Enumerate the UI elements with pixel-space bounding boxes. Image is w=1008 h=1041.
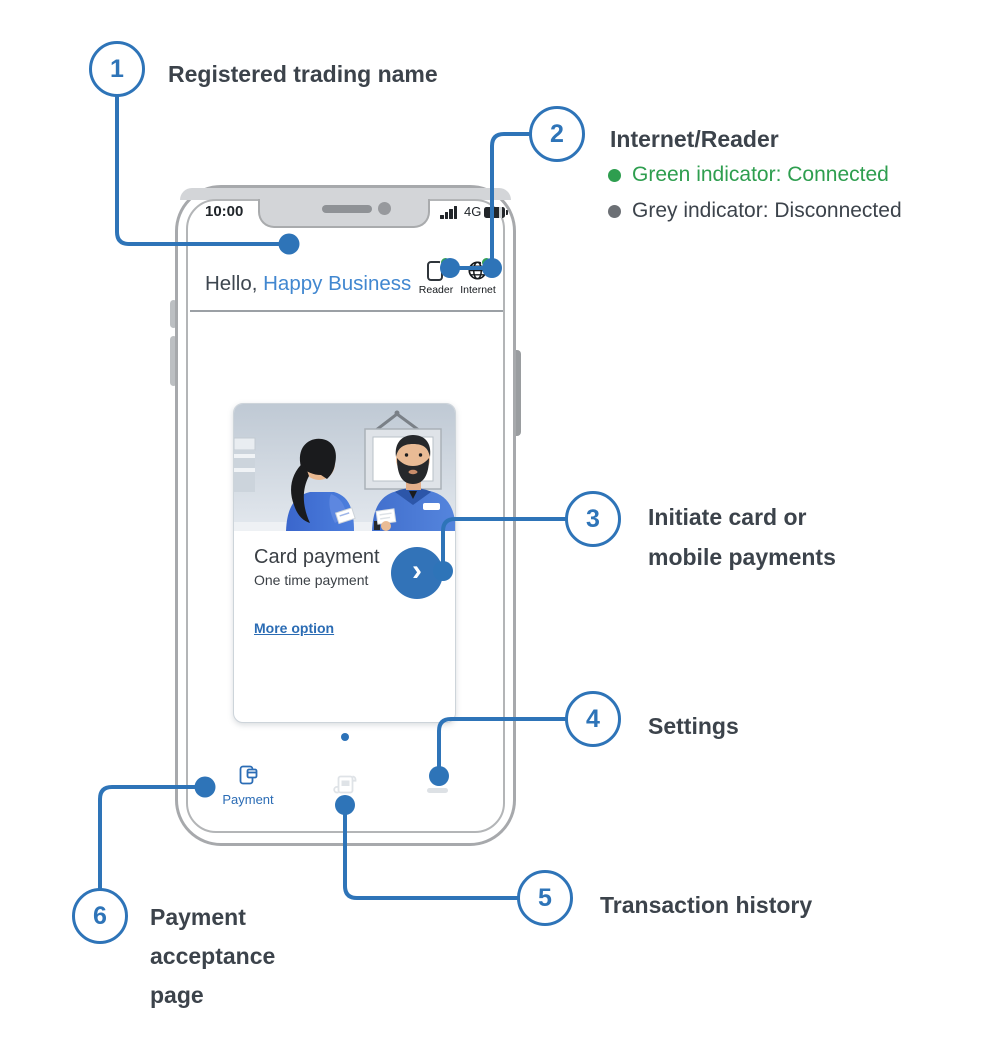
callout-4-circle: 4	[565, 691, 621, 747]
grey-indicator-dot	[608, 204, 621, 218]
card-payment-title: Card payment	[254, 546, 380, 568]
callout-2-number: 2	[550, 119, 564, 148]
settings-nav-icon[interactable]	[427, 788, 448, 793]
callout-2-circle: 2	[529, 106, 585, 162]
callout-4-label: Settings	[648, 713, 739, 739]
front-camera	[378, 202, 391, 215]
more-option-link[interactable]: More option	[254, 620, 335, 636]
volume-button-bottom	[170, 336, 177, 386]
legend-disconnected: Grey indicator: Disconnected	[608, 199, 902, 223]
callout-1-circle: 1	[89, 41, 145, 97]
callout-3-number: 3	[586, 504, 600, 533]
callout-5-number: 5	[538, 883, 552, 912]
network-type: 4G	[464, 204, 482, 219]
internet-connected-indicator	[481, 257, 492, 268]
card-payment-card: Card payment One time payment › More opt…	[233, 403, 456, 723]
callout-6-line2: acceptance	[150, 943, 276, 969]
registered-trading-name: Happy Business	[263, 272, 412, 295]
legend-disconnected-text: Grey indicator: Disconnected	[632, 199, 902, 222]
callout-3-line2: mobile payments	[648, 544, 836, 570]
initiate-payment-button[interactable]: ›	[391, 547, 443, 599]
callout-4-number: 4	[586, 704, 600, 733]
battery-icon	[484, 207, 508, 218]
carousel-indicator-dot	[341, 733, 349, 741]
callout-6-line3: page	[150, 982, 204, 1008]
callout-2-label: Internet/Reader	[610, 126, 779, 152]
payment-nav-label[interactable]: Payment	[222, 792, 274, 807]
power-button	[512, 350, 521, 436]
callout-6-circle: 6	[72, 888, 128, 944]
payment-nav-icon[interactable]	[235, 763, 261, 789]
legend-connected: Green indicator: Connected	[608, 163, 889, 187]
reader-label: Reader	[418, 284, 454, 296]
callout-1-label: Registered trading name	[168, 61, 438, 87]
phone-notch	[258, 199, 430, 228]
callout-3-line1: Initiate card or	[648, 504, 807, 530]
callout-3-label: Initiate card or mobile payments	[648, 497, 836, 577]
volume-button-top	[170, 300, 177, 328]
signal-strength-icon	[440, 206, 459, 219]
transaction-history-nav-icon[interactable]	[331, 772, 359, 798]
callout-5-label: Transaction history	[600, 892, 813, 918]
status-time: 10:00	[205, 203, 244, 220]
callout-6-line1: Payment	[150, 904, 246, 930]
callout-3-circle: 3	[565, 491, 621, 547]
callout-5-circle: 5	[517, 870, 573, 926]
speaker-grill	[322, 205, 372, 213]
chevron-right-icon: ›	[412, 554, 422, 587]
green-indicator-dot	[608, 168, 621, 182]
greeting-text: Hello, Happy Business	[205, 272, 411, 296]
callout-6-label: Payment acceptance page	[150, 898, 275, 1015]
card-payment-subtitle: One time payment	[254, 572, 369, 588]
legend-connected-text: Green indicator: Connected	[632, 163, 889, 186]
callout-1-number: 1	[110, 54, 124, 83]
callout-6-number: 6	[93, 901, 107, 930]
greeting-prefix: Hello,	[205, 272, 258, 295]
header-divider	[190, 310, 503, 312]
internet-label: Internet	[460, 284, 496, 296]
reader-connected-indicator	[440, 257, 451, 268]
store-illustration	[234, 404, 455, 531]
